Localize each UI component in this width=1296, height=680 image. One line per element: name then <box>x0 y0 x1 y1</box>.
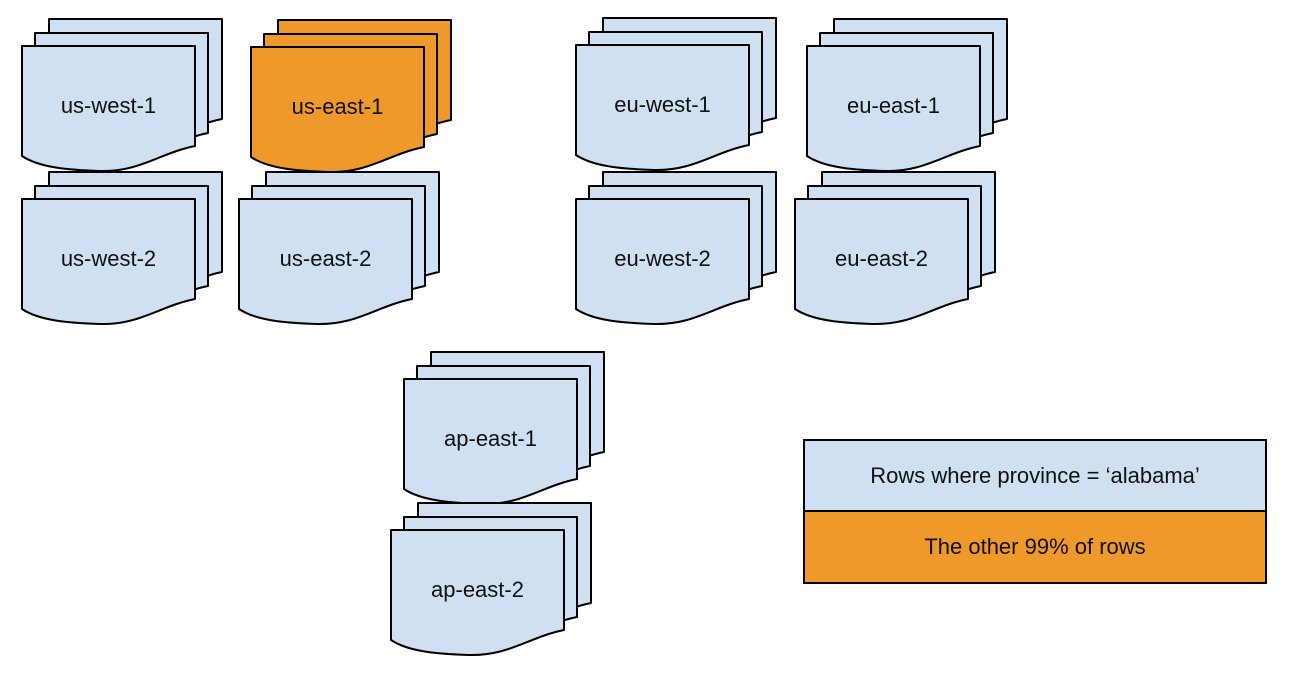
stack-us-east-1: us-east-1 <box>249 18 453 175</box>
legend-item-other-rows: The other 99% of rows <box>805 512 1265 582</box>
stack-eu-west-2: eu-west-2 <box>574 170 778 327</box>
document-sheet-icon <box>806 45 981 173</box>
legend: Rows where province = ‘alabama’ The othe… <box>803 439 1267 584</box>
document-sheet-icon <box>21 198 196 326</box>
stack-ap-east-1: ap-east-1 <box>402 350 606 507</box>
stack-us-west-1: us-west-1 <box>20 17 224 174</box>
stack-ap-east-2: ap-east-2 <box>389 501 593 658</box>
legend-item-other-rows-label: The other 99% of rows <box>924 534 1146 559</box>
document-sheet-icon <box>575 198 750 326</box>
legend-item-alabama-rows: Rows where province = ‘alabama’ <box>805 441 1265 512</box>
stack-eu-west-1: eu-west-1 <box>574 16 778 173</box>
document-sheet-icon <box>794 198 969 326</box>
document-sheet-icon <box>250 46 425 174</box>
stack-us-west-2: us-west-2 <box>20 170 224 327</box>
document-sheet-icon <box>238 198 413 326</box>
document-sheet-icon <box>21 45 196 173</box>
stack-eu-east-2: eu-east-2 <box>793 170 997 327</box>
legend-item-alabama-rows-label: Rows where province = ‘alabama’ <box>870 462 1200 488</box>
document-sheet-icon <box>390 529 565 657</box>
document-sheet-icon <box>403 378 578 506</box>
document-sheet-icon <box>575 44 750 172</box>
stack-us-east-2: us-east-2 <box>237 170 441 327</box>
stack-eu-east-1: eu-east-1 <box>805 17 1009 174</box>
